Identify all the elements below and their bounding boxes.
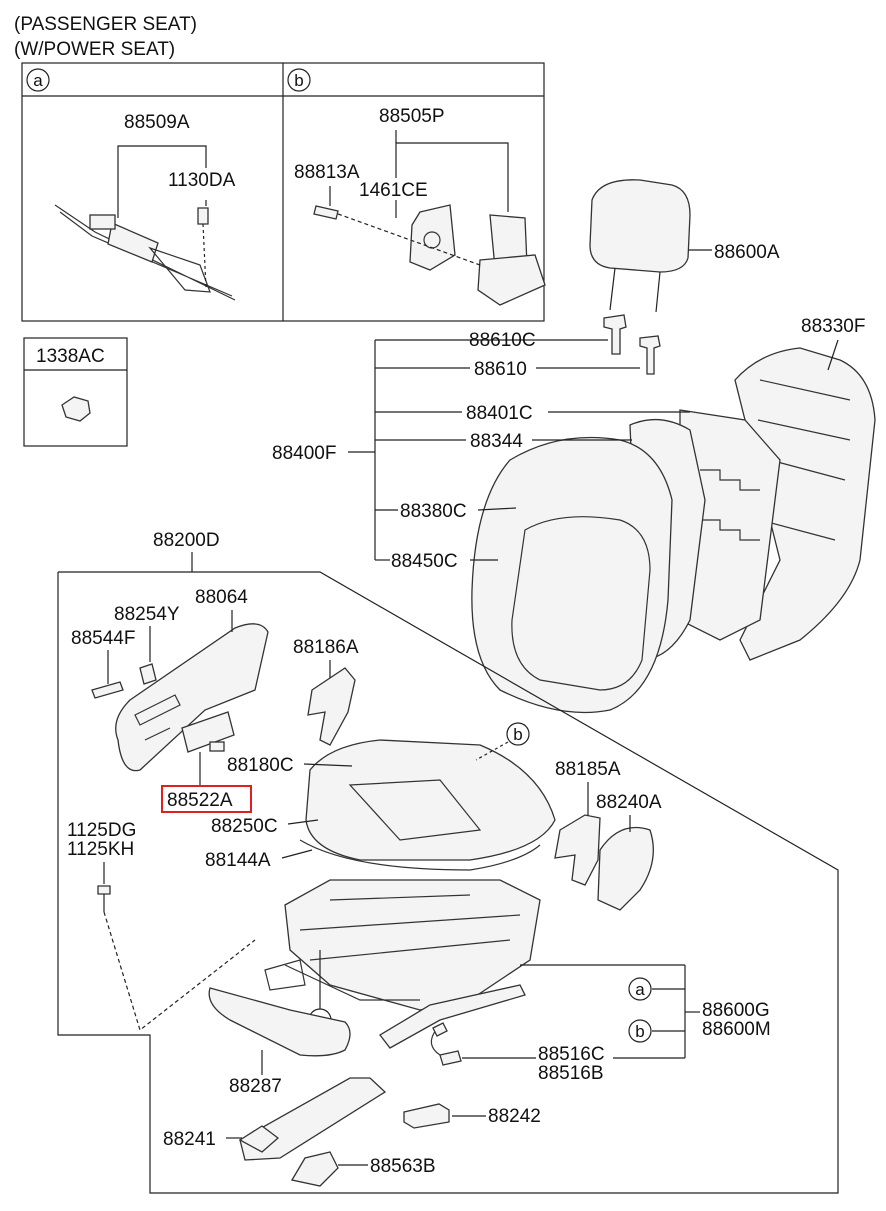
label-1461CE: 1461CE [359, 180, 428, 201]
bracket-88242-part [403, 1103, 450, 1129]
rail-cover-88241-part [238, 1077, 387, 1161]
callout-a-right: a [635, 980, 645, 999]
seat-cushion-assembly-outline [57, 552, 839, 1194]
label-88610C: 88610C [469, 330, 536, 351]
label-88563B: 88563B [370, 1156, 436, 1177]
label-88250C: 88250C [211, 816, 278, 837]
inset-panel-ab [21, 62, 545, 322]
label-88185A: 88185A [555, 759, 621, 780]
bracket-88600G [520, 964, 700, 1059]
label-1338AC: 1338AC [36, 346, 105, 367]
bolt-part [97, 885, 111, 912]
label-1130DA: 1130DA [168, 170, 236, 191]
callout-a-right-circle [628, 977, 652, 1001]
label-88509A: 88509A [124, 112, 190, 133]
cover-88563B-part [290, 1151, 339, 1187]
seat-track-frame-part [264, 879, 541, 1049]
label-88505P: 88505P [379, 106, 445, 127]
label-88144A: 88144A [205, 850, 271, 871]
label-88242: 88242 [488, 1106, 541, 1127]
label-88600A: 88600A [714, 242, 780, 263]
label-88287: 88287 [229, 1076, 282, 1097]
seat-cushion-cover-part [305, 739, 556, 861]
callout-b-seat: b [513, 725, 522, 744]
wiring-harness-part [430, 1022, 462, 1066]
bracket-88400F [348, 339, 690, 561]
seat-pad-part [299, 839, 541, 871]
side-cover-88240A-part [597, 826, 654, 911]
label-88544F: 88544F [71, 628, 135, 649]
front-shield-part [208, 987, 351, 1057]
header-line-1: (PASSENGER SEAT) [14, 14, 197, 35]
label-88330F: 88330F [801, 316, 865, 337]
seatback-frame-part [734, 347, 876, 661]
bracket-88185A-part [554, 814, 601, 886]
switch-module-part [181, 711, 235, 753]
label-88240A: 88240A [596, 792, 662, 813]
header-line-2: (W/POWER SEAT) [14, 39, 175, 60]
label-1125DG: 1125DG [67, 820, 136, 841]
label-88344: 88344 [470, 431, 523, 452]
label-88186A: 88186A [293, 637, 359, 658]
side-trim-part [115, 623, 269, 772]
label-88254Y: 88254Y [114, 604, 180, 625]
label-88180C: 88180C [227, 755, 294, 776]
label-1125KH: 1125KH [67, 839, 134, 860]
callout-b-right-circle [628, 1019, 652, 1043]
headrest-guide-parts [603, 314, 661, 375]
label-88064: 88064 [195, 587, 248, 608]
label-88450C: 88450C [391, 551, 458, 572]
seatback-cushion-part [471, 418, 706, 714]
callout-b-right: b [635, 1022, 644, 1041]
inset-b-tag: b [294, 71, 303, 90]
label-88600M: 88600M [702, 1019, 771, 1040]
label-88813A: 88813A [294, 162, 360, 183]
headrest-part [589, 179, 691, 313]
label-88400F: 88400F [272, 443, 336, 464]
label-88610: 88610 [474, 359, 527, 380]
label-88600G: 88600G [702, 1000, 770, 1021]
clip-part [61, 396, 91, 422]
switch-knob-parts [91, 663, 157, 699]
bracket-88186A-part [307, 667, 356, 746]
label-88380C: 88380C [400, 501, 467, 522]
label-88241: 88241 [163, 1129, 216, 1150]
callout-b-seat-circle [506, 722, 530, 746]
inset-a-tag-circle [26, 68, 50, 92]
label-88516B: 88516B [538, 1063, 604, 1084]
inset-1338AC: 1338AC [23, 337, 128, 447]
label-88516C: 88516C [538, 1044, 605, 1065]
inset-b: b 88505P 88813A 1461CE [287, 68, 546, 306]
motor-bracket-part [313, 204, 546, 306]
label-88200D: 88200D [153, 530, 220, 551]
inset-a: a 88509A 1130DA [26, 68, 236, 301]
label-88522A[interactable]: 88522A [167, 790, 233, 811]
inset-a-tag: a [33, 71, 43, 90]
highlight-box-88522A [161, 785, 252, 813]
label-88401C: 88401C [466, 403, 533, 424]
seat-rail-actuator-part [54, 204, 236, 301]
inset-b-tag-circle [287, 68, 311, 92]
